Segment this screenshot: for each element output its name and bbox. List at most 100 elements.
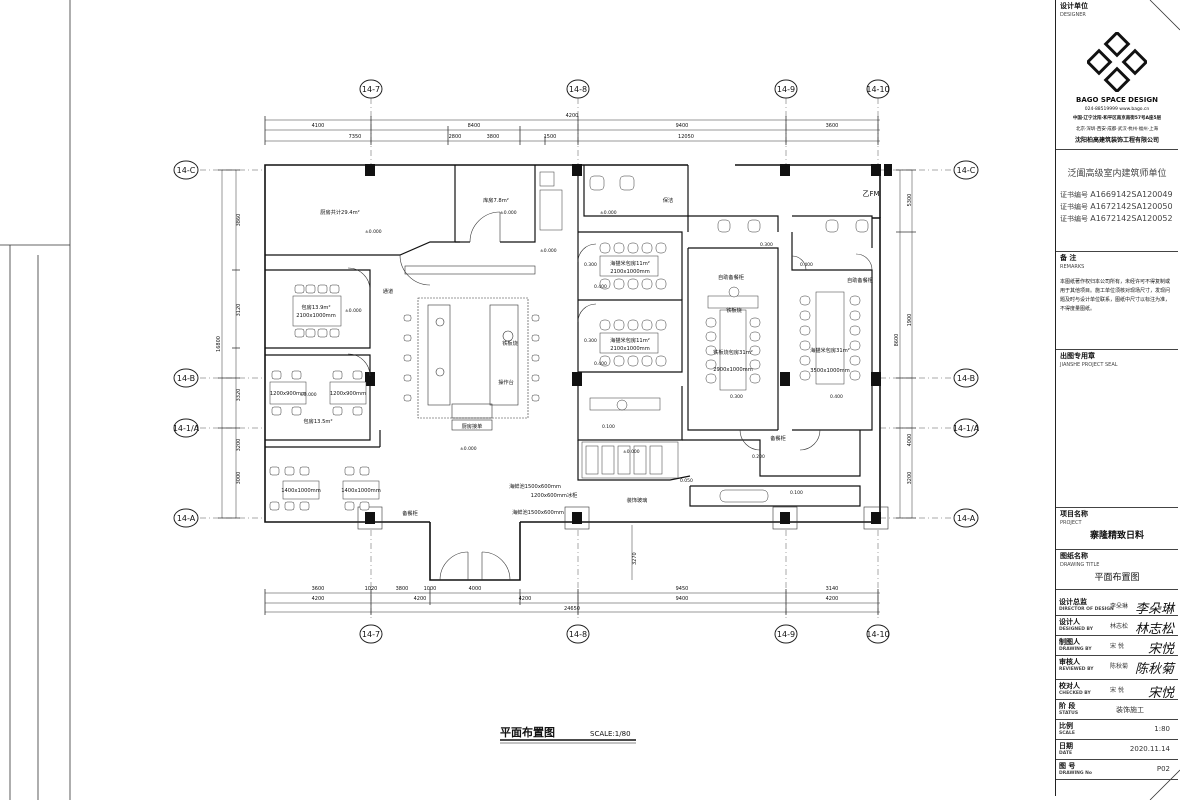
room-labels: 厨房共计29.4m² 库房7.8m² 保洁 乙FM 通道 包房13.9m² 21… [270,190,880,517]
kitchen-counter [404,265,536,275]
axis-bottom-1: 14-7 [359,624,383,644]
svg-text:16800: 16800 [216,336,222,352]
svg-text:0.400: 0.400 [800,262,813,268]
project-name: 寨隆精致日料 [1089,531,1144,541]
svg-text:14-C: 14-C [177,166,196,175]
axis-bottom-2: 14-8 [566,624,590,644]
axis-right-3: 14-1/A [953,418,980,438]
room-cleaning: 保洁 [663,196,673,204]
svg-text:0.400: 0.400 [830,394,843,400]
hall-tables [269,466,380,511]
svg-text:14-9: 14-9 [777,85,795,94]
room-aisle: 通道 [383,287,393,295]
iron-plate-room-furniture [705,286,761,391]
svg-text:9400: 9400 [676,596,689,602]
seafood-pool-1: 海鲜池1500x600mm [509,482,561,490]
svg-text:7350: 7350 [349,134,362,140]
svg-text:5300: 5300 [907,194,913,207]
buffet-right: 自助备餐柜 [847,276,873,284]
reviewer-signature: 陈秋菊 [1134,662,1174,677]
svg-text:8600: 8600 [894,334,900,347]
kitchen-order: 厨房接单 [462,422,483,430]
svg-text:1500: 1500 [544,134,557,140]
room-private-1: 包房13.9m² [301,303,330,311]
svg-text:±0.000: ±0.000 [300,392,317,398]
room-fire: 乙FM [862,190,879,198]
checker-signature: 宋悦 [1147,686,1174,701]
svg-text:±0.000: ±0.000 [460,446,477,452]
center-counter [417,297,529,431]
seafood-pool-2: 海鲜池1500x600mm [512,508,564,516]
axis-bottom-4: 14-10 [866,624,890,644]
svg-text:±0.000: ±0.000 [345,308,362,314]
company-line2: 中国·辽宁沈阳·和平区南京南街57号A座5层 [1072,116,1162,121]
axis-right-4: 14-A [953,508,979,528]
room-iron-plate-table: 2900x1000mm [713,367,753,373]
dimensions-sides: 3860 3120 3320 3200 3000 16800 5300 1900… [216,169,916,519]
operating-counter: 操作台 [498,378,514,386]
svg-text:3320: 3320 [236,389,242,402]
svg-text:3600: 3600 [312,586,325,592]
svg-text:14-10: 14-10 [866,85,889,94]
axis-top-3: 14-9 [774,79,798,99]
svg-text:14-B: 14-B [177,374,195,383]
svg-text:4200: 4200 [312,596,325,602]
svg-text:14-7: 14-7 [362,85,380,94]
svg-text:14-C: 14-C [957,166,976,175]
svg-text:3800: 3800 [487,134,500,140]
svg-text:14-A: 14-A [177,514,196,523]
svg-text:14-B: 14-B [957,374,975,383]
svg-text:0.400: 0.400 [594,284,607,290]
svg-text:14-8: 14-8 [569,630,587,639]
svg-text:2800: 2800 [449,134,462,140]
room-kitchen: 厨房共计29.4m² [320,208,359,216]
svg-text:±0.000: ±0.000 [365,229,382,235]
axis-left-4: 14-A [173,508,199,528]
drafter-signature: 宋悦 [1147,642,1174,657]
designer-label: 设计单位 [1060,2,1088,10]
svg-text:14-A: 14-A [957,514,976,523]
svg-text:3140: 3140 [826,586,839,592]
seal-label: 出图专用章 [1060,352,1095,360]
svg-text:3860: 3860 [236,214,242,227]
room-iron-plate: 铁板烧包房31m² [713,348,753,356]
svg-text:±0.000: ±0.000 [500,210,517,216]
toilet-fixtures [539,171,869,233]
svg-text:1900: 1900 [907,314,913,327]
svg-text:0.100: 0.100 [790,490,803,496]
svg-text:8400: 8400 [468,123,481,129]
designer-signature: 林志松 [1134,622,1174,637]
doors [347,211,873,581]
svg-text:3200: 3200 [907,472,913,485]
axis-bubbles: 14-7 14-8 14-9 14-10 14-7 14-8 14-9 14-1… [173,79,980,644]
stair-dimension: 3270 [631,525,638,580]
svg-text:3120: 3120 [236,304,242,317]
svg-text:24650: 24650 [564,606,580,612]
svg-text:0.200: 0.200 [752,454,765,460]
private-room-1-furniture [292,284,342,338]
svg-text:0.050: 0.050 [680,478,693,484]
room-sea-2-table: 2100x1000mm [610,346,650,352]
remarks-section: 备 注 REMARKS 本图纸著作权归本公司所有，未经许可不得复制或用于其他项目… [1056,252,1178,350]
company-logo-icon [1087,32,1147,92]
axis-right-2: 14-B [953,368,979,388]
svg-text:14-10: 14-10 [866,630,889,639]
drawing-scale: SCALE:1/80 [590,730,631,738]
room-storage: 库房7.8m² [483,196,509,204]
svg-text:0.300: 0.300 [760,242,773,248]
svg-text:4200: 4200 [414,596,427,602]
svg-text:4200: 4200 [826,596,839,602]
project-en: PROJECT [1060,520,1082,526]
svg-text:4000: 4000 [907,434,913,447]
hall-table-b: 1400x1000mm [341,488,381,494]
room-sea-3: 海猫米包房31m² [810,346,850,354]
svg-text:±0.000: ±0.000 [623,449,640,455]
booth-seats [581,397,769,503]
axis-top-1: 14-7 [359,79,383,99]
